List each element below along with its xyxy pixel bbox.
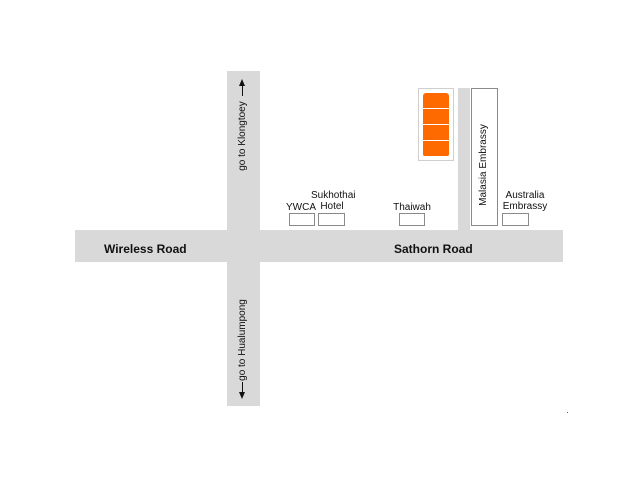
sukhothai-hotel-label: Sukhothai Hotel xyxy=(311,190,356,212)
sukhothai-hotel-building xyxy=(318,213,345,226)
ywca-label: YWCA xyxy=(286,202,316,213)
sukhothai-label-line1: Sukhothai xyxy=(311,190,356,201)
arrow-up-shaft xyxy=(242,86,243,96)
thaiwah-building xyxy=(399,213,425,226)
ywca-building xyxy=(289,213,315,226)
stray-dot xyxy=(567,412,568,413)
arrow-down-icon xyxy=(239,392,245,399)
australia-label-line2: Embrassy xyxy=(502,201,548,212)
side-lane xyxy=(458,88,470,230)
klongtoey-direction-label: go to Klongtoey xyxy=(237,101,248,171)
arrow-down-shaft xyxy=(242,382,243,392)
destination-building-marker xyxy=(423,93,449,157)
sukhothai-label-line2: Hotel xyxy=(320,201,344,212)
australia-label-line1: Australia xyxy=(505,190,545,201)
australia-embassy-label: Australia Embrassy xyxy=(497,190,553,212)
thaiwah-label: Thaiwah xyxy=(393,202,431,213)
sathorn-wireless-road xyxy=(75,230,563,262)
australia-embassy-building xyxy=(502,213,529,226)
wireless-road-label: Wireless Road xyxy=(104,242,187,256)
hualumpong-direction-label: go to Hualumpong xyxy=(237,299,248,381)
malasia-embassy-building xyxy=(471,88,498,226)
arrow-up-icon xyxy=(239,79,245,86)
malasia-embassy-label: Malasia Embrassy xyxy=(478,124,489,206)
klongtoey-hualumpong-road xyxy=(227,71,260,406)
sathorn-road-label: Sathorn Road xyxy=(394,242,473,256)
